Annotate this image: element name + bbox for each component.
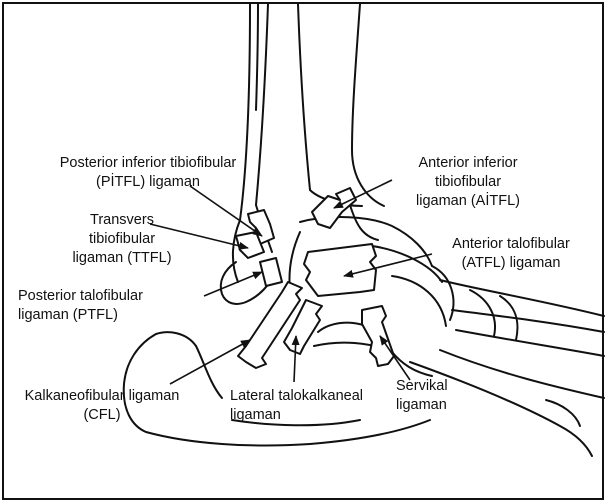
pitfl-label-line1: Posterior inferior tibiofibular (28, 154, 268, 173)
atfl-label-line2: (ATFL) ligaman (436, 254, 586, 273)
cfl-label-line2: (CFL) (10, 406, 194, 425)
lateral-talocalcaneal-label-line2: ligaman (230, 406, 400, 425)
pitfl-arrow (190, 186, 262, 236)
ttfl-label-line1: Transvers (58, 211, 186, 230)
aitfl-label: Anterior inferior tibiofibular ligaman (… (400, 154, 536, 211)
cfl-label-line1: Kalkaneofibular ligaman (10, 387, 194, 406)
ttfl-label-line3: ligaman (TTFL) (58, 249, 186, 268)
ttfl-label-line2: tibiofibular (58, 230, 186, 249)
ptfl-label-line2: ligaman (PTFL) (18, 306, 208, 325)
cervical-label-line1: Servikal (396, 377, 476, 396)
lateral-talocalcaneal-label-line1: Lateral talokalkaneal (230, 387, 400, 406)
aitfl-label-line3: ligaman (AİTFL) (400, 192, 536, 211)
aitfl-label-line2: tibiofibular (400, 173, 536, 192)
aitfl-label-line1: Anterior inferior (400, 154, 536, 173)
ttfl-label: Transvers tibiofibular ligaman (TTFL) (58, 211, 186, 268)
pitfl-label-line2: (PİTFL) ligaman (28, 173, 268, 192)
cervical-ligament (362, 306, 394, 366)
cervical-label-line2: ligaman (396, 396, 476, 415)
pitfl-label: Posterior inferior tibiofibular (PİTFL) … (28, 154, 268, 192)
atfl-label-line1: Anterior talofibular (436, 235, 586, 254)
navicular-bone (392, 266, 453, 326)
lateral-talocalcaneal-label: Lateral talokalkaneal ligaman (230, 387, 400, 425)
ptfl-label-line1: Posterior talofibular (18, 287, 208, 306)
ptfl-ligament (260, 258, 282, 286)
ptfl-arrow (204, 272, 262, 296)
atfl-label: Anterior talofibular (ATFL) ligaman (436, 235, 586, 273)
cervical-label: Servikal ligaman (396, 377, 476, 415)
ptfl-label: Posterior talofibular ligaman (PTFL) (18, 287, 208, 325)
cfl-label: Kalkaneofibular ligaman (CFL) (10, 387, 194, 425)
